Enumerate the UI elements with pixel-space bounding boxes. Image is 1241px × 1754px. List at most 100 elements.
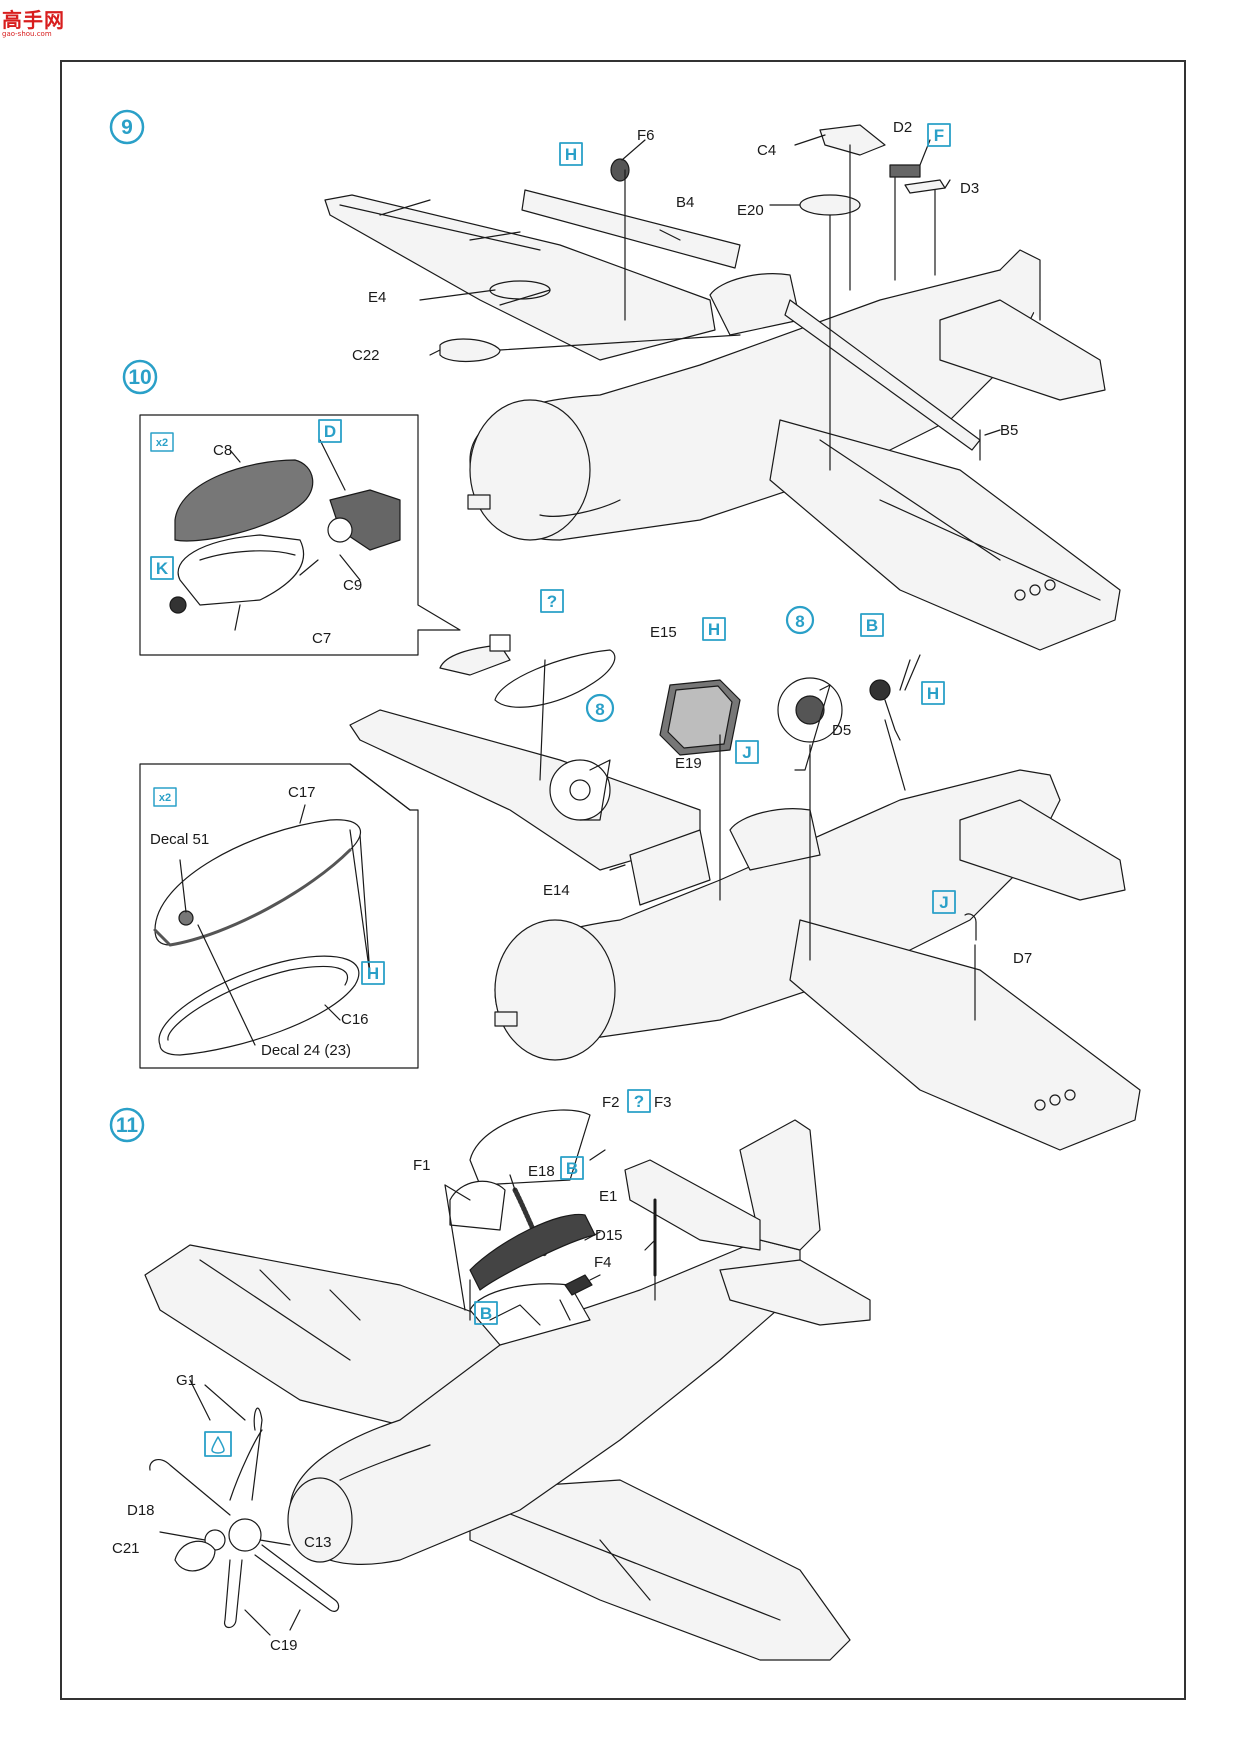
- step9-left-wing: [324, 194, 716, 361]
- step10-cowling: [494, 919, 616, 1061]
- tag-h-step10-c-text: H: [367, 964, 379, 983]
- step-9-group: 9 F6 B4 C4 D2: [109, 109, 1121, 651]
- label-decal51: Decal 51: [150, 831, 209, 848]
- step11-right-wing: [469, 1479, 851, 1661]
- tag-q-step10-text: ?: [547, 592, 557, 611]
- tag-h-step9-text: H: [565, 145, 577, 164]
- label-c21: C21: [112, 1540, 140, 1557]
- site-watermark: 高手网 gao-shou.com: [2, 4, 65, 38]
- label-c7: C7: [312, 630, 331, 647]
- x2-badge-2: [153, 787, 177, 807]
- label-d7: D7: [1013, 950, 1032, 967]
- prop-hub-c13: [228, 1518, 262, 1552]
- prop-blade-right: [254, 1544, 340, 1612]
- step-10-number: 10: [128, 366, 151, 389]
- label-c13: C13: [304, 1534, 332, 1551]
- spinner-c21: [174, 1540, 216, 1572]
- tail-wheel: [869, 679, 891, 701]
- label-c19: C19: [270, 1637, 298, 1654]
- step9-spinner-shaft: [467, 494, 491, 510]
- label-f6: F6: [637, 127, 655, 144]
- part-e20: [799, 194, 861, 216]
- tag-b-step10-text: B: [866, 616, 878, 635]
- part-d7: [964, 913, 977, 941]
- step9-flap-b4: [521, 189, 741, 269]
- part-f6: [610, 158, 630, 182]
- tag-h-step10-b-text: H: [927, 684, 939, 703]
- tag-f-step9: [927, 123, 951, 147]
- sub-marker-8-a: [785, 605, 815, 635]
- label-d3: D3: [960, 180, 979, 197]
- label-e18: E18: [528, 1163, 555, 1180]
- part-d2: [889, 164, 921, 178]
- step-11-marker: [109, 1107, 145, 1143]
- prop-blade-bottom: [223, 1559, 243, 1629]
- label-e4: E4: [368, 289, 386, 306]
- x2-badge-1: [150, 432, 174, 452]
- step9-fin: [999, 249, 1041, 321]
- label-c9: C9: [343, 577, 362, 594]
- step10-radiator-scoop: [729, 808, 821, 871]
- tag-f-step9-text: F: [934, 126, 944, 145]
- step11-exhaust: [339, 1444, 431, 1481]
- step9-exhaust: [539, 499, 621, 517]
- label-c22: C22: [352, 347, 380, 364]
- tag-j-step10-b: [932, 890, 956, 914]
- instruction-frame: [60, 60, 1186, 1700]
- step-10-marker: [122, 359, 158, 395]
- label-c16: C16: [341, 1011, 369, 1028]
- label-d18: D18: [127, 1502, 155, 1519]
- label-decal24: Decal 24 (23): [261, 1042, 351, 1059]
- step-9-number: 9: [121, 116, 133, 139]
- tag-q-step10: [540, 589, 564, 613]
- tag-h-step10-a-text: H: [708, 620, 720, 639]
- sub-marker-8-b: [585, 693, 615, 723]
- step11-cowling: [287, 1477, 353, 1563]
- part-f4: [564, 1274, 593, 1296]
- label-c4: C4: [757, 142, 776, 159]
- step-11-number: 11: [116, 1114, 139, 1137]
- step9-right-wing: [769, 419, 1121, 651]
- tag-d-step10-text: D: [324, 422, 336, 441]
- fairing-c17-small: [494, 649, 616, 708]
- part-k-valve: [169, 596, 187, 614]
- step9-spine-b5: [784, 299, 981, 451]
- label-f4: F4: [594, 1254, 612, 1271]
- tag-b-step10: [860, 613, 884, 637]
- label-f2: F2: [602, 1094, 620, 1111]
- label-e1: E1: [599, 1188, 617, 1205]
- small-drop-tank: [439, 644, 511, 676]
- step9-cowling: [469, 399, 591, 541]
- label-f3: F3: [654, 1094, 672, 1111]
- label-e20: E20: [737, 202, 764, 219]
- prop-blade-top: [251, 1407, 263, 1501]
- tag-d-step10: [318, 419, 342, 443]
- label-b4: B4: [676, 194, 694, 211]
- tag-j-step10-b-text: J: [939, 893, 948, 912]
- lubricate-icon-box: [204, 1431, 232, 1457]
- step-9-marker: [109, 109, 145, 145]
- tag-k-step10: [150, 556, 174, 580]
- part-c8: [174, 459, 314, 542]
- part-d3: [904, 179, 946, 194]
- tag-k-step10-text: K: [156, 559, 169, 578]
- step11-tailplane-right: [719, 1259, 871, 1326]
- prop-blade-left: [149, 1458, 231, 1516]
- sub-marker-8-a-text: 8: [795, 612, 804, 631]
- x2-badge-2-text: x2: [159, 792, 171, 804]
- step-11-group: 11 F2 F3: [109, 1089, 871, 1661]
- part-c16: [158, 955, 360, 1056]
- sub-marker-8-b-text: 8: [595, 700, 604, 719]
- tag-j-step10-a-text: J: [742, 743, 751, 762]
- drop-icon: [211, 1436, 225, 1454]
- tag-q-step11-text: ?: [634, 1092, 644, 1111]
- label-e15: E15: [650, 624, 677, 641]
- part-f1-windscreen: [449, 1180, 506, 1231]
- step10-tailplane: [959, 799, 1126, 901]
- label-c17: C17: [288, 784, 316, 801]
- watermark-url: gao-shou.com: [2, 30, 52, 38]
- tag-b-step11-a-text: B: [566, 1159, 578, 1178]
- tag-b-step11-a: [560, 1156, 584, 1180]
- part-e4: [489, 280, 551, 300]
